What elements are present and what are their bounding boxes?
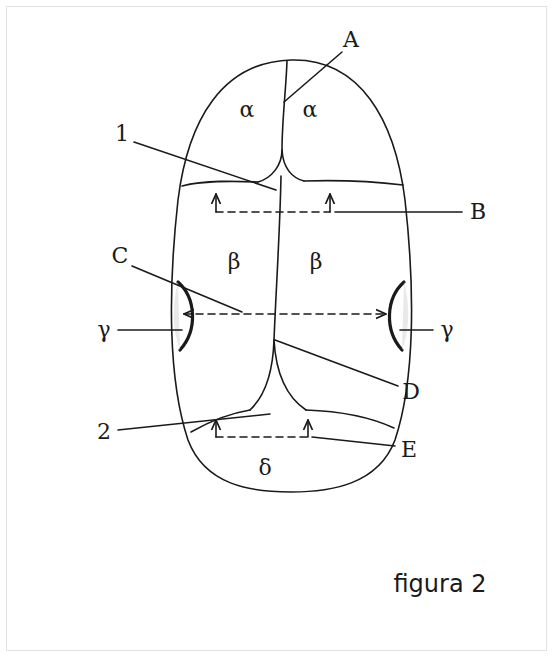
part-letter: E [401,439,417,461]
region-letter: γ [97,319,110,341]
frame [6,6,547,651]
figure-caption: figura 2 [393,572,486,596]
region-letter: δ [258,457,271,479]
region-letter: α [240,99,255,121]
part-letter: A [343,29,359,51]
region-letter: γ [440,319,453,341]
part-letter: B [470,201,486,223]
region-letter: β [228,251,241,273]
region-letter: α [303,99,318,121]
callout-number: 1 [115,123,129,145]
region-letter: β [310,251,323,273]
callout-number: 2 [97,421,111,443]
part-letter: C [112,245,129,267]
part-letter: D [402,381,420,403]
